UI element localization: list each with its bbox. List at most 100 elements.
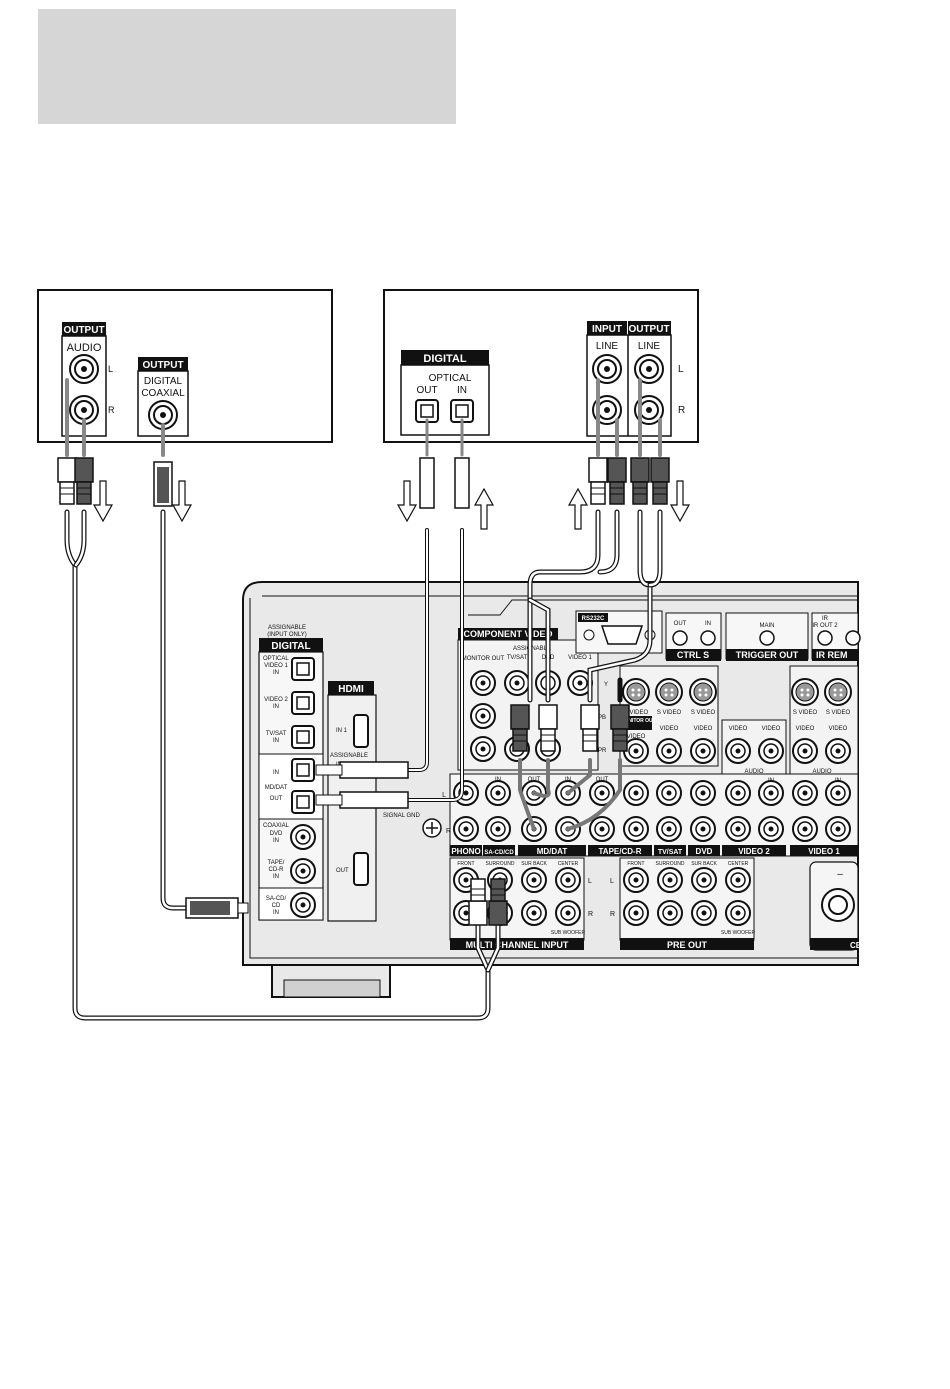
rx-video1-audio-in-r[interactable] [825, 816, 851, 842]
svg-text:OUT: OUT [674, 621, 687, 627]
rx-preout-surround-l[interactable] [657, 867, 683, 893]
rx-tvsat-label: TV/SAT [658, 849, 683, 856]
rx-sacd-cd-label: SA-CD/CD [484, 850, 514, 856]
rx-video1-out[interactable] [792, 738, 818, 764]
rx-coax-dvd-jack[interactable] [290, 824, 316, 850]
rx-coax-sacd-label: SA-CD/ [266, 896, 287, 902]
rx-video2-audio-out-l[interactable] [725, 780, 751, 806]
ir-out-jack[interactable] [845, 630, 861, 646]
arrow-down-icon [670, 480, 690, 522]
rx-optical-tvsat-jack[interactable] [291, 725, 315, 749]
svg-text:IN: IN [835, 778, 841, 784]
rx-preout-surround-r[interactable] [657, 900, 683, 926]
rx-coax-tape-jack[interactable] [290, 858, 316, 884]
rx-video1-in[interactable] [825, 738, 851, 764]
rx-comp-tvsat-y[interactable] [504, 670, 530, 696]
arrow-down-icon [93, 480, 113, 522]
rx-video2-audio-in-l[interactable] [758, 780, 784, 806]
rx-svideo-video1-in[interactable] [824, 678, 852, 706]
rx-preout-center[interactable] [725, 867, 751, 893]
rx-svideo-video1-out[interactable] [791, 678, 819, 706]
svg-text:SURROUND: SURROUND [656, 861, 685, 867]
rx-tvsat-audio-r[interactable] [656, 816, 682, 842]
rx-preout-subwoofer[interactable] [725, 900, 751, 926]
rx-video-tvsat-in[interactable] [656, 738, 682, 764]
rx-hdmi-out-label: OUT [336, 868, 349, 874]
svg-text:IN: IN [273, 670, 279, 676]
rx-svideo-tvsat-in[interactable] [655, 678, 683, 706]
rx-comp-monitor-pr[interactable] [470, 736, 496, 762]
svg-text:VIDEO: VIDEO [796, 726, 815, 732]
rx-multi-subwoofer[interactable] [555, 900, 581, 926]
rx-coax-sacd-jack[interactable] [290, 892, 316, 918]
rx-preout-surback-r[interactable] [691, 900, 717, 926]
rx-svideo-dvd-in[interactable] [689, 678, 717, 706]
rx-preout-front-l[interactable] [623, 867, 649, 893]
plugs [57, 457, 670, 926]
rx-tvsat-audio-l[interactable] [656, 780, 682, 806]
ctrl-s-in-jack[interactable] [700, 630, 716, 646]
ir-out2-jack[interactable] [817, 630, 833, 646]
left-source-device: OUTPUT AUDIO L R OUTPUT DIGITAL COAXIAL [37, 289, 333, 443]
svg-text:R: R [446, 828, 451, 835]
rx-tape-out-r[interactable] [589, 816, 615, 842]
rx-mddat-bottom-label: MD/DAT [537, 847, 568, 856]
rx-preout-surback-l[interactable] [691, 867, 717, 893]
rx-svideo-monitor-out[interactable] [622, 678, 650, 706]
rx-tape-in-r[interactable] [623, 816, 649, 842]
rx-multi-channel-input-label: MULTI CHANNEL INPUT [466, 940, 569, 950]
rx-multi-surback-r[interactable] [521, 900, 547, 926]
left-audio-l-jack[interactable] [69, 354, 99, 384]
rx-optical-mddat-out-jack[interactable] [291, 790, 315, 814]
left-coaxial-label: COAXIAL [141, 388, 185, 399]
rx-optical-video2-jack[interactable] [291, 691, 315, 715]
rx-dvd-audio-r[interactable] [690, 816, 716, 842]
rx-video1-audio-out-r[interactable] [792, 816, 818, 842]
trigger-out-jack[interactable] [759, 630, 775, 646]
rx-optical-mddat-in-jack[interactable] [291, 758, 315, 782]
rx-dvd-audio-l[interactable] [690, 780, 716, 806]
rs232c-port[interactable] [600, 625, 644, 645]
svg-text:CD: CD [272, 903, 281, 909]
ctrl-s-out-jack[interactable] [672, 630, 688, 646]
svg-text:S VIDEO: S VIDEO [826, 710, 851, 716]
rx-video2-out[interactable] [725, 738, 751, 764]
rx-multi-surback-l[interactable] [521, 867, 547, 893]
svg-text:CENTER: CENTER [558, 861, 579, 867]
plug-optical-in [454, 457, 470, 509]
rx-multi-center[interactable] [555, 867, 581, 893]
rx-phono-l[interactable] [453, 780, 479, 806]
rx-video-dvd-in[interactable] [690, 738, 716, 764]
rx-sacd-r[interactable] [485, 816, 511, 842]
svg-text:L: L [610, 878, 614, 885]
rx-video2-in[interactable] [758, 738, 784, 764]
rx-video2-audio-in-r[interactable] [758, 816, 784, 842]
plug-optical-out [419, 457, 435, 509]
plug-optical-mddat-in [339, 761, 409, 779]
svg-text:L: L [588, 878, 592, 885]
rx-phono-r[interactable] [453, 816, 479, 842]
rx-comp-monitor-y[interactable] [470, 670, 496, 696]
svg-text:VIDEO: VIDEO [762, 726, 781, 732]
rx-comp-monitor-pb[interactable] [470, 703, 496, 729]
svg-text:VIDEO 1: VIDEO 1 [568, 655, 592, 661]
rx-preout-front-r[interactable] [623, 900, 649, 926]
svg-text:SUR BACK: SUR BACK [691, 861, 717, 867]
rx-hdmi-in1-port[interactable] [353, 714, 369, 748]
plug-line-out-l [630, 457, 650, 505]
middle-input-header: INPUT [592, 324, 622, 335]
arrow-up-icon [568, 488, 588, 530]
rx-rs232c-label: RS232C [582, 616, 605, 622]
plug-left-audio-l [57, 457, 77, 505]
plug-left-audio-r [74, 457, 94, 505]
rx-sacd-l[interactable] [485, 780, 511, 806]
rx-optical-video1-jack[interactable] [291, 657, 315, 681]
rx-video2-audio-out-r[interactable] [725, 816, 751, 842]
rx-pre-out-label: PRE OUT [667, 940, 708, 950]
rx-video1-audio-out-l[interactable] [792, 780, 818, 806]
rx-hdmi-out-port[interactable] [353, 852, 369, 886]
rx-video1-audio-in-l[interactable] [825, 780, 851, 806]
left-r-label: R [108, 405, 115, 415]
rx-tape-in-l[interactable] [623, 780, 649, 806]
svg-text:OUT: OUT [528, 777, 541, 783]
